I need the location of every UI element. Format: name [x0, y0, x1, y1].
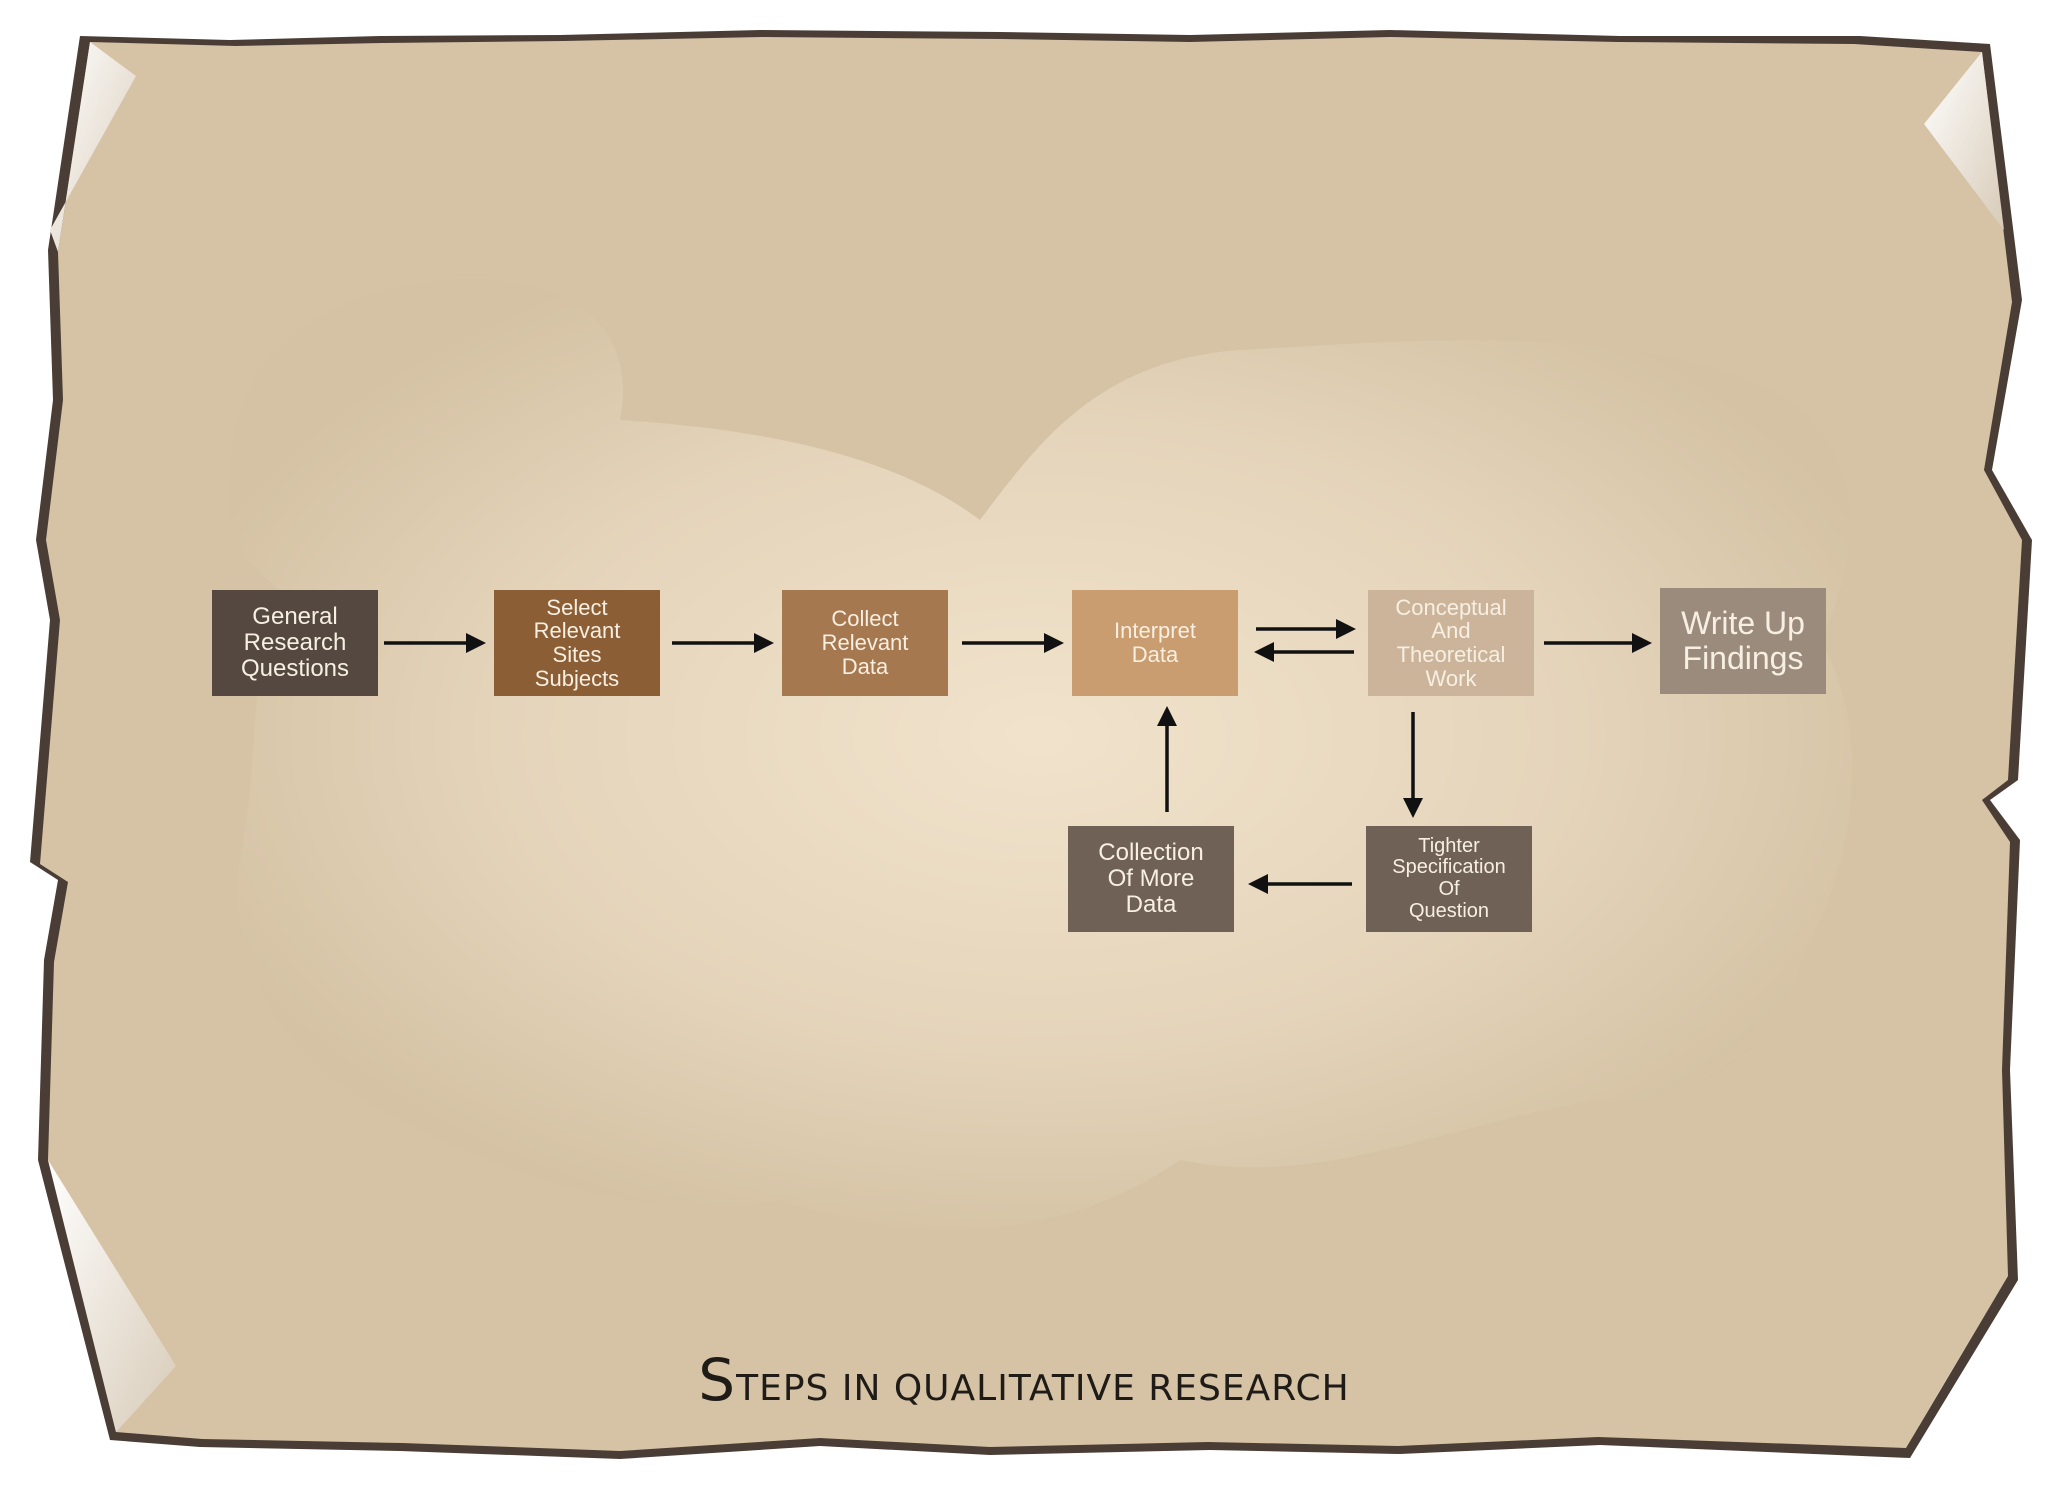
corner-curl-top-right [1924, 52, 2004, 230]
node-select-relevant-sites: Select Relevant Sites Subjects [494, 590, 660, 696]
node-collect-label: Collect Relevant Data [821, 606, 909, 679]
corner-curl-top-left [50, 42, 136, 252]
arrow-select-to-collect [672, 633, 774, 653]
arrow-select-to-collect-head [754, 633, 774, 653]
corner-curl-bottom-left [48, 1160, 176, 1432]
arrow-more-to-interpret-head [1157, 706, 1177, 726]
node-collect-relevant-data: Collect Relevant Data [782, 590, 948, 696]
arrow-conceptual-to-write-head [1632, 633, 1652, 653]
node-interpret-label: Interpret Data [1114, 618, 1196, 667]
corner-curl-bottom-right [1906, 1276, 2008, 1448]
arrow-interpret-to-conceptual-head [1336, 619, 1356, 639]
arrow-conceptual-to-tighter-head [1403, 798, 1423, 818]
arrow-collect-to-interpret-head [1044, 633, 1064, 653]
arrow-tighter-to-more-head [1248, 874, 1268, 894]
node-more-label: Collection Of More Data [1098, 839, 1204, 918]
arrow-interpret-to-conceptual [1256, 619, 1356, 639]
arrow-more-to-interpret [1157, 706, 1177, 812]
node-tighter-label: Tighter Specification Of Question [1392, 834, 1506, 922]
arrow-conceptual-to-interpret-head [1254, 642, 1274, 662]
arrow-layer [384, 619, 1652, 894]
node-general-label: General Research Questions [240, 603, 350, 682]
node-tighter-specification: Tighter Specification Of Question [1366, 826, 1532, 932]
node-write-up-findings: Write Up Findings [1660, 588, 1826, 694]
title-rest: TEPS IN QUALITATIVE RESEARCH [736, 1368, 1350, 1409]
paper-glow [227, 278, 1853, 1230]
node-collection-of-more-data: Collection Of More Data [1068, 826, 1234, 932]
arrow-conceptual-to-write [1544, 633, 1652, 653]
arrow-conceptual-to-tighter [1403, 712, 1423, 818]
node-select-label: Select Relevant Sites Subjects [533, 594, 621, 691]
arrow-general-to-select [384, 633, 486, 653]
node-conceptual-label: Conceptual And Theoretical Work [1395, 594, 1507, 691]
node-general-research-questions: General Research Questions [212, 590, 378, 696]
arrow-general-to-select-head [466, 633, 486, 653]
arrow-tighter-to-more [1248, 874, 1352, 894]
node-interpret-data: Interpret Data [1072, 590, 1238, 696]
title-initial: S [698, 1346, 737, 1414]
node-conceptual-theoretical-work: Conceptual And Theoretical Work [1368, 590, 1534, 696]
node-write-label: Write Up Findings [1681, 605, 1805, 676]
diagram-title: STEPS IN QUALITATIVE RESEARCH [0, 1346, 2048, 1414]
arrow-collect-to-interpret [962, 633, 1064, 653]
arrow-conceptual-to-interpret [1254, 642, 1354, 662]
